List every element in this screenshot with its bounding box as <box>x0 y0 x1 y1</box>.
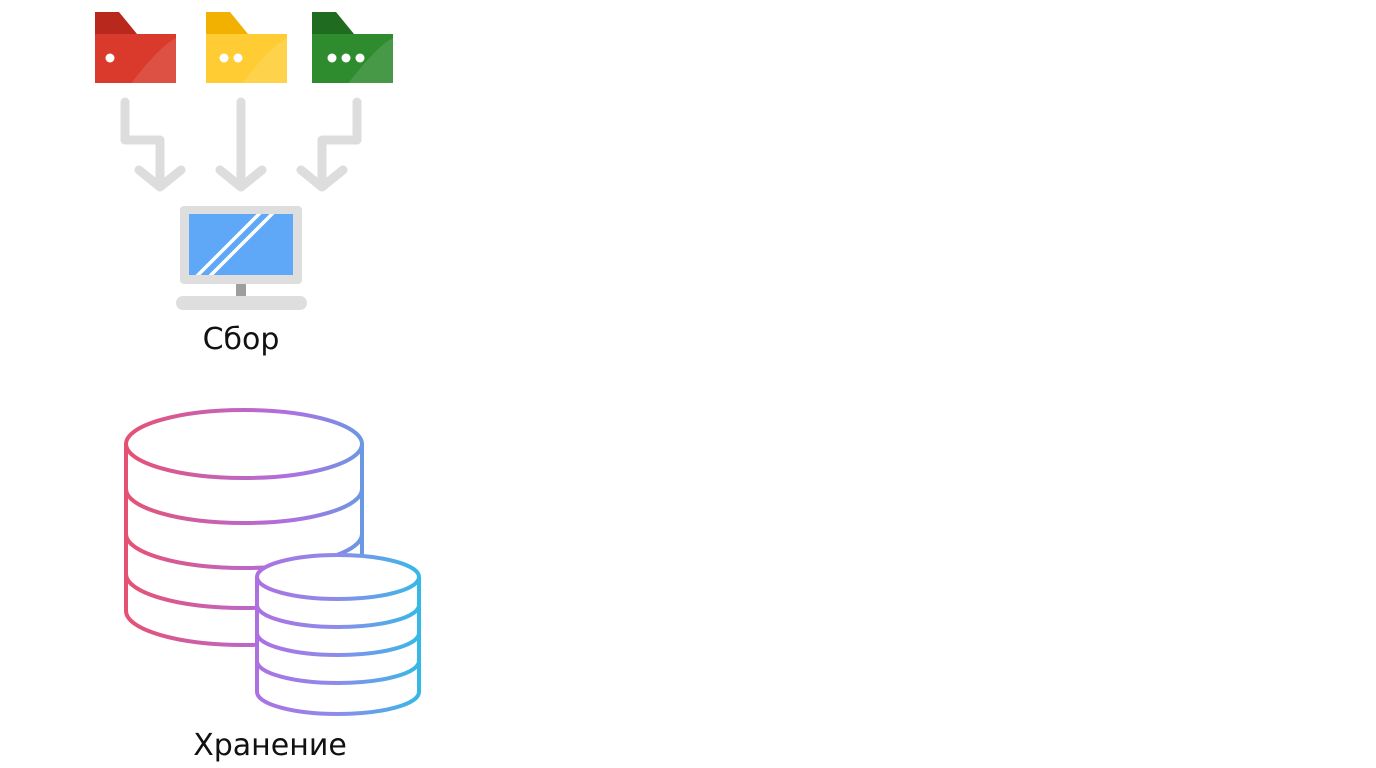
red-folder-icon <box>95 12 176 83</box>
stage-label-store: Хранение <box>193 728 347 763</box>
folder-dot <box>233 53 243 63</box>
down-arrow-icon <box>296 97 362 192</box>
stage-label-collect: Сбор <box>202 322 280 357</box>
folder-dot <box>355 53 365 63</box>
folder-dot <box>341 53 351 63</box>
database-icon <box>124 408 421 716</box>
arrows-group <box>120 97 362 192</box>
small-database-cylinder <box>255 553 421 716</box>
down-arrow-icon <box>215 97 267 192</box>
folder-dot <box>327 53 337 63</box>
folder-dot <box>105 53 115 63</box>
down-arrow-icon <box>120 97 186 192</box>
folders-row <box>95 12 393 83</box>
monitor-icon <box>176 206 307 310</box>
folder-dot <box>219 53 229 63</box>
yellow-folder-icon <box>206 12 287 83</box>
green-folder-icon <box>312 12 393 83</box>
